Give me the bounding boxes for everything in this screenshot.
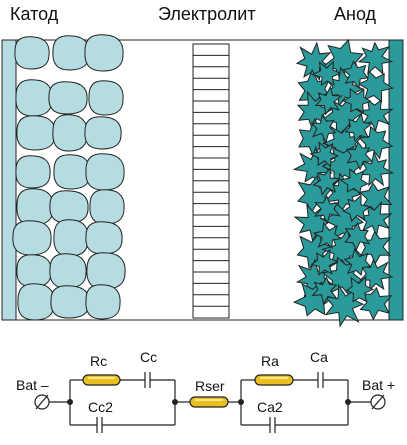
anode-particle (295, 41, 334, 82)
cathode-header: Катод (10, 4, 59, 24)
bat-minus-slash (35, 394, 49, 410)
anode-particle (292, 281, 334, 317)
anode-particle (312, 166, 341, 197)
resistor-rc (82, 374, 121, 386)
cathode-particle (14, 36, 50, 70)
cathode-particle (49, 253, 87, 289)
anode-particle (344, 222, 371, 252)
cathode-particle (16, 188, 54, 226)
anode-particles (292, 38, 395, 328)
cathode-particle (49, 190, 89, 224)
anode-particle (312, 221, 342, 249)
label-rc: Rc (90, 353, 107, 369)
anode-particle (341, 87, 372, 114)
cathode-particle (52, 114, 88, 152)
cathode-particle (48, 81, 88, 115)
cathode-particle (86, 252, 126, 290)
label-bat-minus: Bat – (16, 377, 49, 393)
anode-particle (311, 60, 342, 86)
label-ca2: Ca2 (257, 399, 283, 415)
cathode-particle (85, 221, 123, 255)
cathode-particle (85, 153, 125, 191)
cathode-particle (89, 189, 125, 225)
cathode-particle (15, 79, 53, 117)
anode-particle (339, 168, 369, 195)
anode-particle (358, 150, 395, 187)
cathode-particle (16, 115, 56, 151)
cathode-particle (84, 116, 122, 150)
anode-header: Анод (334, 4, 377, 24)
anode-particle (344, 112, 373, 143)
separator (192, 43, 230, 319)
anode-particle (343, 248, 372, 276)
cathode-particle (53, 154, 91, 190)
label-cc2: Cc2 (88, 399, 113, 415)
cathode-particle (16, 254, 52, 288)
bat-plus-slash (371, 394, 385, 410)
node-cathode-left (67, 399, 73, 405)
anode-particle (309, 141, 340, 168)
anode-particle (357, 41, 394, 76)
anode-current-collector (388, 39, 404, 321)
label-rser: Rser (195, 378, 225, 394)
anode-particle (311, 275, 338, 306)
anode-particle (358, 200, 393, 238)
cathode-particle (88, 80, 124, 116)
anode-particle (345, 141, 374, 171)
label-ca: Ca (310, 349, 328, 365)
cathode-particle (85, 284, 121, 320)
node-anode-left (238, 399, 244, 405)
anode-particle (342, 60, 369, 90)
anode-particle (314, 85, 343, 116)
anode-particle (313, 194, 341, 225)
equivalent-circuit (34, 372, 386, 433)
anode-particle (310, 114, 337, 144)
cathode-particle (15, 155, 51, 189)
cathode-particle (84, 34, 124, 72)
anode-particle (345, 276, 375, 303)
electrolyte-header: Электролит (158, 4, 256, 24)
cathode-current-collector (1, 39, 17, 321)
cathode-particle (50, 285, 90, 319)
resistor-rser (189, 396, 229, 408)
anode-particle (342, 194, 371, 223)
cathode-particle (17, 283, 55, 321)
cathode-particle (12, 220, 52, 256)
cathode-particles (12, 34, 126, 321)
label-bat-plus: Bat + (362, 377, 395, 393)
cathode-particle (52, 35, 90, 71)
label-ra: Ra (261, 353, 279, 369)
anode-particle (310, 248, 340, 276)
label-cc: Cc (140, 349, 157, 365)
cathode-particle (53, 219, 89, 257)
resistor-ra (254, 374, 294, 386)
